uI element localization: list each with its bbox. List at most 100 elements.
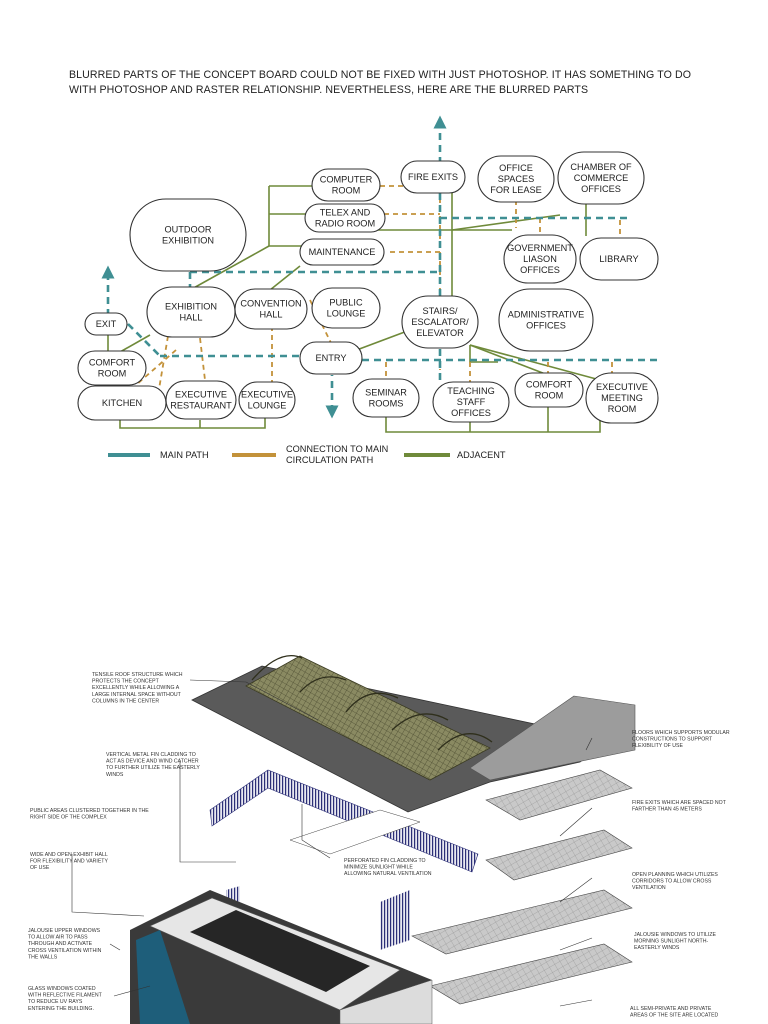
node-label: RESTAURANT: [170, 401, 232, 411]
annotation-line: ALLOWING NATURAL VENTILATION: [344, 871, 432, 877]
annotation-line: WINDS: [106, 772, 124, 778]
annotation-line: PERFORATED FIN CLADDING TO: [344, 858, 426, 864]
node-label: STAFF: [457, 397, 486, 407]
annotation-line: FIRE EXITS WHICH ARE SPACED NOT: [632, 800, 727, 806]
node-label: COMFORT: [526, 380, 573, 390]
annotation-line: JALOUSIE WINDOWS TO UTILIZE: [634, 932, 716, 938]
node-label: OFFICES: [526, 321, 566, 331]
node-label: HALL: [260, 310, 283, 320]
node-shape: [503, 234, 577, 284]
node-shape: [299, 341, 363, 375]
node-label: ROOMS: [369, 399, 404, 409]
node-label: PUBLIC: [329, 298, 363, 308]
annotation-line: CROSS VENTILATION WITHIN: [28, 948, 102, 954]
annotation-line: FARTHER THAN 45 METERS: [632, 807, 702, 813]
node-label: ROOM: [608, 404, 637, 414]
legend-item-main-path: MAIN PATH: [108, 450, 209, 460]
node-label: EXECUTIVE: [175, 390, 227, 400]
node-label: EXHIBITION: [162, 236, 214, 246]
annotation-line: WITH REFLECTIVE FILAMENT: [28, 993, 103, 999]
node-label: MEETING: [601, 393, 643, 403]
annotation-line: OF USE: [30, 865, 50, 871]
node-shape: [514, 372, 584, 408]
node-shape: [77, 350, 147, 386]
node-label: ROOM: [535, 391, 564, 401]
annotation-line: CONSTRUCTIONS TO SUPPORT: [632, 737, 713, 743]
node-shape: [129, 198, 247, 272]
annotation-line: RIGHT SIDE OF THE COMPLEX: [30, 815, 107, 821]
node-kitchen: KITCHEN: [77, 385, 167, 421]
node-label: RADIO ROOM: [315, 219, 375, 229]
node-label: COMMERCE: [574, 173, 629, 183]
adjacent-lines: [107, 185, 601, 433]
intro-text: BLURRED PARTS OF THE CONCEPT BOARD COULD…: [69, 69, 692, 96]
node-label: STAIRS/: [422, 306, 458, 316]
annotation-line: MINIMIZE SUNLIGHT WHILE: [344, 865, 413, 871]
node-label: OUTDOOR: [165, 225, 212, 235]
node-label: COMFORT: [89, 358, 136, 368]
node-label: EXIT: [96, 319, 117, 329]
annotation-public-areas: PUBLIC AREAS CLUSTERED TOGETHER IN THERI…: [30, 808, 149, 821]
node-label: LIASON: [523, 254, 557, 264]
annotation-line: WIDE AND OPEN EXHIBIT HALL: [30, 852, 108, 858]
annotation-line: COLUMNS IN THE CENTER: [92, 698, 159, 704]
annotation-line: CORRIDORS TO ALLOW CROSS: [632, 879, 712, 885]
node-shape: [585, 372, 659, 424]
lower-building: [130, 890, 433, 1024]
node-label: CONVENTION: [240, 299, 301, 309]
node-label: EXHIBITION: [165, 302, 217, 312]
legend-item-adjacent: ADJACENT: [404, 450, 506, 460]
node-shape: [498, 288, 594, 352]
node-maintenance: MAINTENANCE: [299, 238, 385, 266]
node-shape: [165, 380, 237, 420]
legend-label: MAIN PATH: [160, 450, 209, 460]
annotation-line: FLEXIBILITY OF USE: [632, 743, 683, 749]
annotation-line: FLOORS WHICH SUPPORTS MODULAR: [632, 730, 730, 736]
node-exit: EXIT: [84, 312, 128, 336]
leader-lines: [71, 679, 593, 1007]
floor-plates: [411, 769, 633, 1005]
node-label: MAINTENANCE: [309, 247, 376, 257]
annotation-line: EXCELLENTLY WHILE ALLOWING A: [92, 685, 180, 691]
annotation-line: TO FURTHER UTILIZE THE EASTERLY: [106, 765, 200, 771]
node-label: COMPUTER: [320, 175, 373, 185]
node-label: ADMINISTRATIVE: [508, 310, 584, 320]
annotation-line: VENTILATION: [632, 885, 666, 891]
node-label: OFFICES: [520, 265, 560, 275]
node-label: TEACHING: [447, 386, 494, 396]
annotation-line: OPEN PLANNING WHICH UTILIZES: [632, 872, 718, 878]
node-label: ENTRY: [316, 353, 347, 363]
node-shape: [304, 203, 386, 233]
annotation-line: TENSILE ROOF STRUCTURE WHICH: [92, 672, 183, 678]
node-label: ELEVATOR: [416, 328, 464, 338]
node-label: KITCHEN: [102, 398, 142, 408]
node-shape: [234, 288, 308, 330]
node-label: CHAMBER OF: [570, 162, 632, 172]
annotation-line: EASTERLY WINDS: [634, 945, 680, 951]
annotation-line: VERTICAL METAL FIN CLADDING TO: [106, 752, 196, 758]
annotation-line: FOR FLEXIBILITY AND VARIETY: [30, 859, 108, 865]
node-label: OFFICE: [499, 163, 533, 173]
annotation-line: PROTECTS THE CONCEPT: [92, 679, 160, 685]
